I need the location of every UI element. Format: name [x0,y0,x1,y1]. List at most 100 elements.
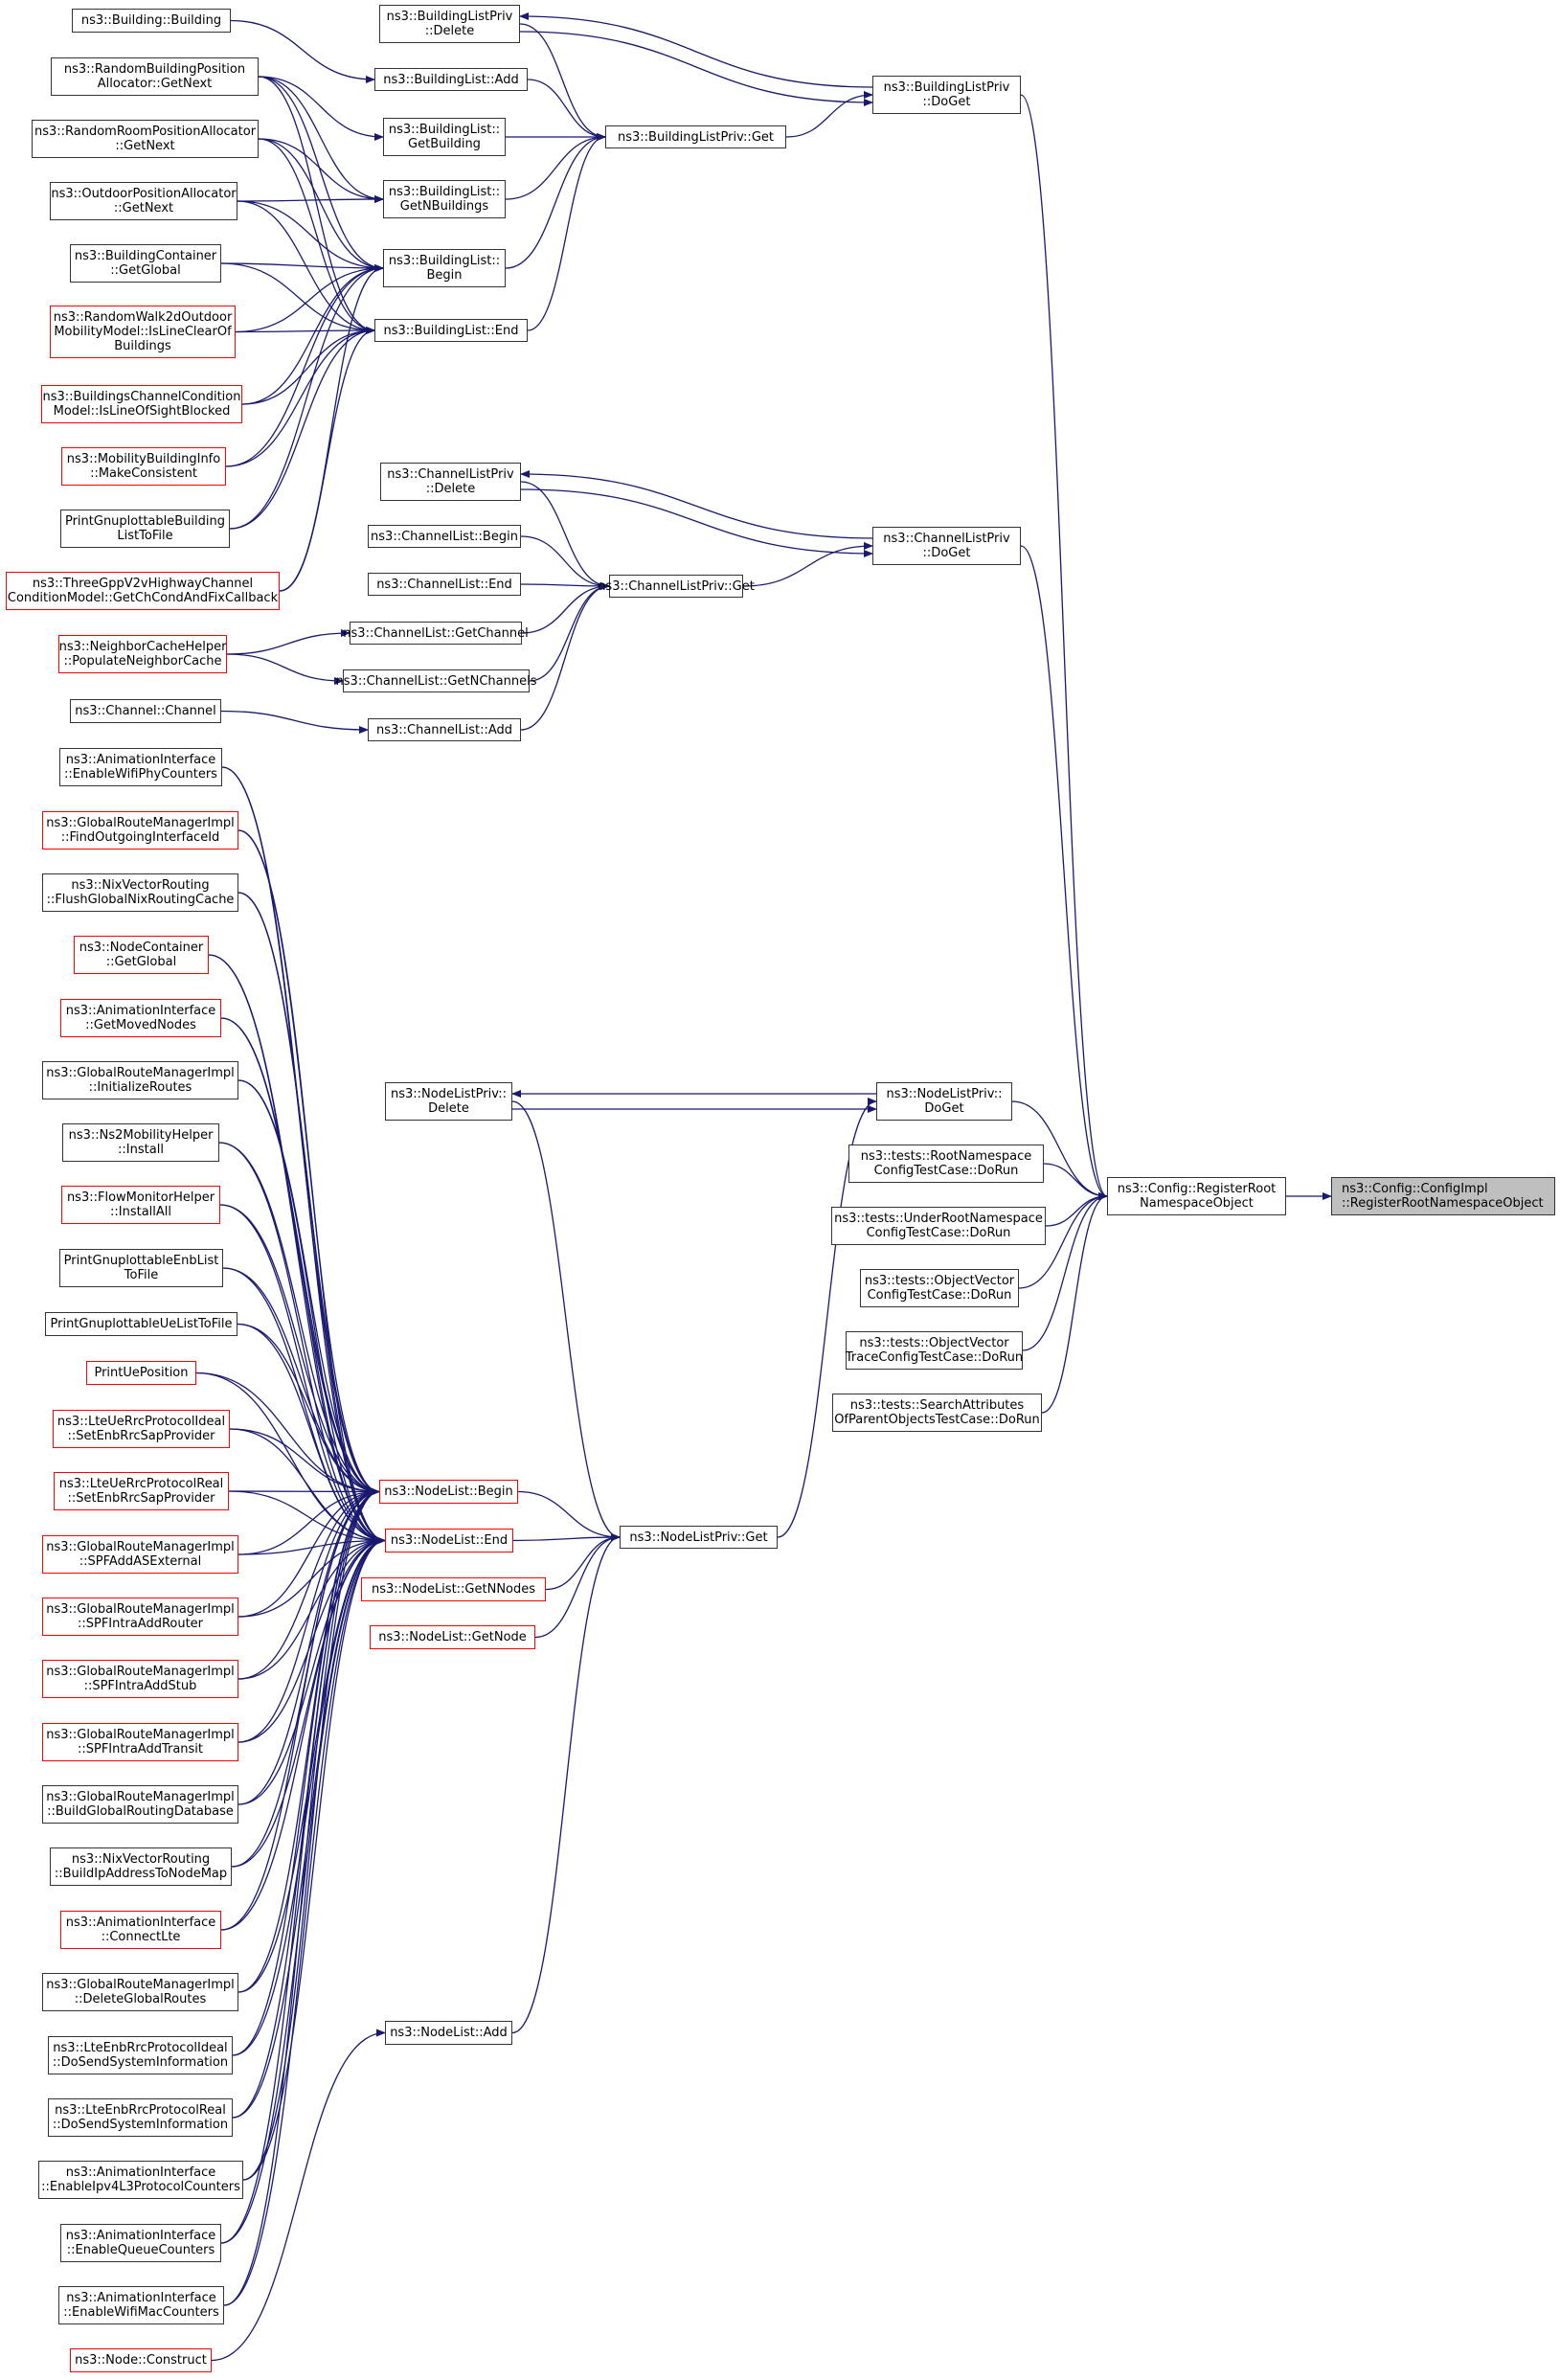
graph-node-c10[interactable]: PrintGnuplottableUeListToFile [45,1312,237,1336]
node-label: ns3::NodeList::End [390,1533,509,1548]
graph-node-nl-getnode[interactable]: ns3::NodeList::GetNode [370,1625,535,1649]
graph-node-b-building[interactable]: ns3::Building::Building [72,9,231,33]
node-label: ns3::NodeList::GetNode [378,1630,527,1644]
graph-node-c14[interactable]: ns3::GlobalRouteManagerImpl ::SPFAddASEx… [42,1535,238,1574]
graph-node-nlp-get[interactable]: ns3::NodeListPriv::Get [620,1526,778,1549]
node-label: ns3::AnimationInterface ::EnableQueueCou… [65,2229,216,2257]
graph-node-bl-add[interactable]: ns3::BuildingList::Add [374,68,528,91]
node-label: ns3::NodeListPriv::Get [629,1530,768,1545]
graph-node-c09[interactable]: PrintGnuplottableEnbList ToFile [59,1249,223,1287]
graph-node-cl-getn[interactable]: ns3::ChannelList::GetNChannels [336,669,536,692]
graph-node-c07[interactable]: ns3::Ns2MobilityHelper ::Install [62,1123,219,1162]
node-label: ns3::GlobalRouteManagerImpl ::FindOutgoi… [46,816,235,845]
graph-node-bl-begin[interactable]: ns3::BuildingList:: Begin [383,249,506,287]
graph-node-c04[interactable]: ns3::NodeContainer ::GetGlobal [74,936,209,974]
graph-node-cl-end[interactable]: ns3::ChannelList::End [368,573,521,596]
graph-node-mbi[interactable]: ns3::MobilityBuildingInfo ::MakeConsiste… [61,447,226,486]
graph-node-c15[interactable]: ns3::GlobalRouteManagerImpl ::SPFIntraAd… [42,1598,238,1636]
graph-node-clp-get[interactable]: ns3::ChannelListPriv::Get [598,575,755,598]
graph-node-c06[interactable]: ns3::GlobalRouteManagerImpl ::Initialize… [42,1061,238,1099]
graph-node-rw2d[interactable]: ns3::RandomWalk2dOutdoor MobilityModel::… [50,306,236,358]
graph-node-opa[interactable]: ns3::OutdoorPositionAllocator ::GetNext [50,182,237,220]
graph-node-tgpp[interactable]: ns3::ThreeGppV2vHighwayChannel Condition… [6,572,280,610]
edge-c25-to-nl-end [220,1536,386,2244]
graph-node-c13[interactable]: ns3::LteUeRrcProtocolReal ::SetEnbRrcSap… [54,1472,229,1510]
node-label: ns3::BuildingListPriv::Get [618,129,774,145]
graph-node-t-under[interactable]: ns3::tests::UnderRootNamespace ConfigTes… [831,1207,1046,1245]
graph-node-c24[interactable]: ns3::AnimationInterface ::EnableIpv4L3Pr… [38,2161,243,2199]
edge-clp-doget-to-regroot [1020,545,1108,1200]
graph-node-nl-begin[interactable]: ns3::NodeList::Begin [379,1480,518,1504]
graph-node-blp-get[interactable]: ns3::BuildingListPriv::Get [605,125,786,148]
graph-node-nl-add[interactable]: ns3::NodeList::Add [385,2021,512,2045]
graph-node-pgbl[interactable]: PrintGnuplottableBuilding ListToFile [60,510,230,548]
graph-node-t-objvectrace[interactable]: ns3::tests::ObjectVector TraceConfigTest… [846,1331,1023,1370]
graph-node-regroot[interactable]: ns3::Config::RegisterRoot NamespaceObjec… [1107,1177,1286,1215]
graph-node-t-objvec[interactable]: ns3::tests::ObjectVector ConfigTestCase:… [860,1269,1019,1307]
graph-node-c17[interactable]: ns3::GlobalRouteManagerImpl ::SPFIntraAd… [42,1723,238,1761]
graph-node-bl-end[interactable]: ns3::BuildingList::End [374,319,528,342]
graph-node-c25[interactable]: ns3::AnimationInterface ::EnableQueueCou… [60,2224,221,2262]
node-label: ns3::GlobalRouteManagerImpl ::SPFIntraAd… [46,1602,235,1631]
graph-node-c23[interactable]: ns3::LteEnbRrcProtocolReal ::DoSendSyste… [48,2098,233,2137]
graph-node-nl-getn[interactable]: ns3::NodeList::GetNNodes [361,1577,546,1601]
graph-node-ch-channel[interactable]: ns3::Channel::Channel [70,699,221,723]
graph-node-c21[interactable]: ns3::GlobalRouteManagerImpl ::DeleteGlob… [42,1973,238,2011]
graph-node-bc-global[interactable]: ns3::BuildingContainer ::GetGlobal [70,244,221,283]
graph-node-nlp-doget[interactable]: ns3::NodeListPriv:: DoGet [876,1082,1012,1121]
node-label: ns3::BuildingList:: GetNBuildings [388,185,501,214]
graph-node-blp-delete[interactable]: ns3::BuildingListPriv ::Delete [379,5,520,43]
graph-node-clp-doget[interactable]: ns3::ChannelListPriv ::DoGet [872,527,1021,565]
edge-blp-doget-to-blp-delete [519,12,873,88]
graph-node-cl-getchannel[interactable]: ns3::ChannelList::GetChannel [343,622,529,645]
graph-node-root: ns3::Config::ConfigImpl ::RegisterRootNa… [1331,1177,1555,1215]
graph-node-c08[interactable]: ns3::FlowMonitorHelper ::InstallAll [61,1186,220,1224]
edge-c16-to-nl-end [237,1536,386,1680]
graph-node-c26[interactable]: ns3::AnimationInterface ::EnableWifiMacC… [58,2286,224,2324]
graph-node-c05[interactable]: ns3::AnimationInterface ::GetMovedNodes [60,999,221,1037]
edge-rw2d-to-bl-end [235,327,375,335]
graph-node-c11[interactable]: PrintUePosition [86,1361,196,1385]
graph-node-c27[interactable]: ns3::Node::Construct [70,2348,212,2372]
graph-node-cl-add[interactable]: ns3::ChannelList::Add [368,718,521,741]
graph-node-c12[interactable]: ns3::LteUeRrcProtocolIdeal ::SetEnbRrcSa… [53,1410,230,1448]
edge-bl-begin-to-blp-get [505,133,606,269]
edge-c11-to-nl-begin [195,1371,380,1496]
edge-c04-to-nl-end [208,954,386,1545]
graph-node-bl-getn[interactable]: ns3::BuildingList:: GetNBuildings [383,180,506,218]
graph-node-c18[interactable]: ns3::GlobalRouteManagerImpl ::BuildGloba… [42,1785,238,1824]
graph-node-c20[interactable]: ns3::AnimationInterface ::ConnectLte [60,1911,221,1949]
edge-c09-to-nl-begin [222,1267,380,1496]
graph-node-c19[interactable]: ns3::NixVectorRouting ::BuildIpAddressTo… [50,1847,232,1886]
graph-node-c01[interactable]: ns3::AnimationInterface ::EnableWifiPhyC… [59,748,222,786]
graph-node-blp-doget[interactable]: ns3::BuildingListPriv ::DoGet [872,76,1021,114]
edge-c07-to-nl-begin [218,1142,380,1496]
edge-clp-delete-to-clp-get [520,481,610,590]
node-label: ns3::tests::UnderRootNamespace ConfigTes… [834,1212,1043,1240]
graph-node-bl-getbuilding[interactable]: ns3::BuildingList:: GetBuilding [383,118,506,156]
edge-opa-to-bl-getn [237,195,384,204]
graph-node-nlp-delete[interactable]: ns3::NodeListPriv:: Delete [385,1082,512,1121]
graph-node-nl-end[interactable]: ns3::NodeList::End [385,1529,513,1553]
node-label: ns3::RandomRoomPositionAllocator ::GetNe… [34,125,257,153]
edge-pgbl-to-bl-begin [229,264,384,530]
graph-node-t-search[interactable]: ns3::tests::SearchAttributes OfParentObj… [832,1394,1042,1432]
graph-node-t-root[interactable]: ns3::tests::RootNamespace ConfigTestCase… [848,1145,1044,1183]
graph-node-clp-delete[interactable]: ns3::ChannelListPriv ::Delete [380,463,521,501]
graph-node-c22[interactable]: ns3::LteEnbRrcProtocolIdeal ::DoSendSyst… [48,2036,233,2074]
graph-node-c16[interactable]: ns3::GlobalRouteManagerImpl ::SPFIntraAd… [42,1660,238,1698]
graph-node-cl-begin[interactable]: ns3::ChannelList::Begin [368,525,521,548]
node-label: ns3::RandomWalk2dOutdoor MobilityModel::… [53,310,233,353]
graph-node-nch[interactable]: ns3::NeighborCacheHelper ::PopulateNeigh… [58,635,227,673]
edge-c15-to-nl-begin [237,1487,380,1618]
graph-node-c03[interactable]: ns3::NixVectorRouting ::FlushGlobalNixRo… [42,873,238,912]
graph-node-rrpa[interactable]: ns3::RandomRoomPositionAllocator ::GetNe… [32,120,259,158]
edge-nl-end-to-nlp-get [512,1533,621,1542]
graph-node-rbpa[interactable]: ns3::RandomBuildingPosition Allocator::G… [51,57,259,96]
node-label: ns3::ChannelList::End [376,577,512,592]
graph-node-c02[interactable]: ns3::GlobalRouteManagerImpl ::FindOutgoi… [42,811,238,850]
edge-rrpa-to-bl-end [258,138,375,334]
graph-node-bccm[interactable]: ns3::BuildingsChannelCondition Model::Is… [41,385,242,423]
node-label: ns3::ChannelList::Add [375,722,513,737]
